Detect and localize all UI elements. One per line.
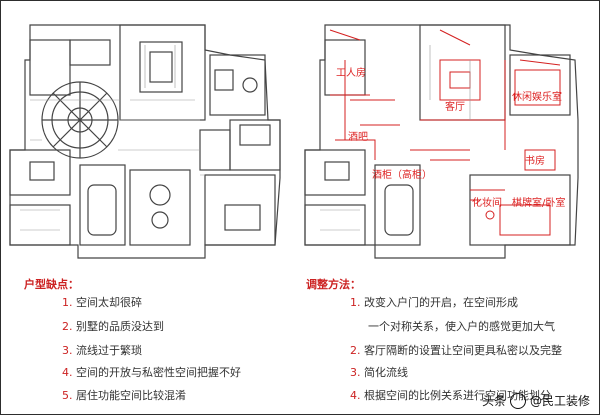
account-handle: @民工装修 (529, 394, 590, 408)
room-label-leisure-room: 休闲娱乐室 (512, 92, 562, 103)
method-item-2: 2. 客厅隔断的设置让空间更具私密以及完整 (350, 344, 562, 357)
room-label-wine-cabinet: 酒柜（高柜） (372, 170, 432, 181)
defects-heading: 户型缺点： (24, 278, 79, 291)
watermark: 头条 @民工装修 (482, 392, 590, 409)
methods-heading: 调整方法： (306, 278, 361, 291)
defect-item-2: 2. 别墅的品质没达到 (62, 320, 164, 333)
room-label-living-room: 客厅 (445, 102, 465, 113)
method-item-3: 3. 简化流线 (350, 366, 408, 379)
room-label-chess-room: 棋牌室/卧室 (512, 198, 566, 209)
brand-logo-icon (509, 392, 526, 409)
room-label-bar: 酒吧 (348, 132, 368, 143)
defect-item-5: 5. 居住功能空间比较混淆 (62, 389, 186, 402)
defect-item-3: 3. 流线过于繁琐 (62, 344, 142, 357)
room-label-powder-room: 化妆间 (472, 198, 502, 209)
room-label-worker-room: 工人房 (336, 68, 366, 79)
method-item-4: 4. 根据空间的比例关系进行空间功能划分 (350, 389, 551, 402)
source-text: 头条 (481, 394, 506, 408)
defect-item-1: 1. 空间太却很碎 (62, 296, 142, 309)
room-label-study: 书房 (525, 156, 545, 167)
method-item-1: 1. 改变入户门的开启，在空间形成 (350, 296, 518, 309)
method-item-1-cont: 一个对称关系，使入户的感觉更加大气 (368, 320, 555, 333)
defect-item-4: 4. 空间的开放与私密性空间把握不好 (62, 366, 241, 379)
